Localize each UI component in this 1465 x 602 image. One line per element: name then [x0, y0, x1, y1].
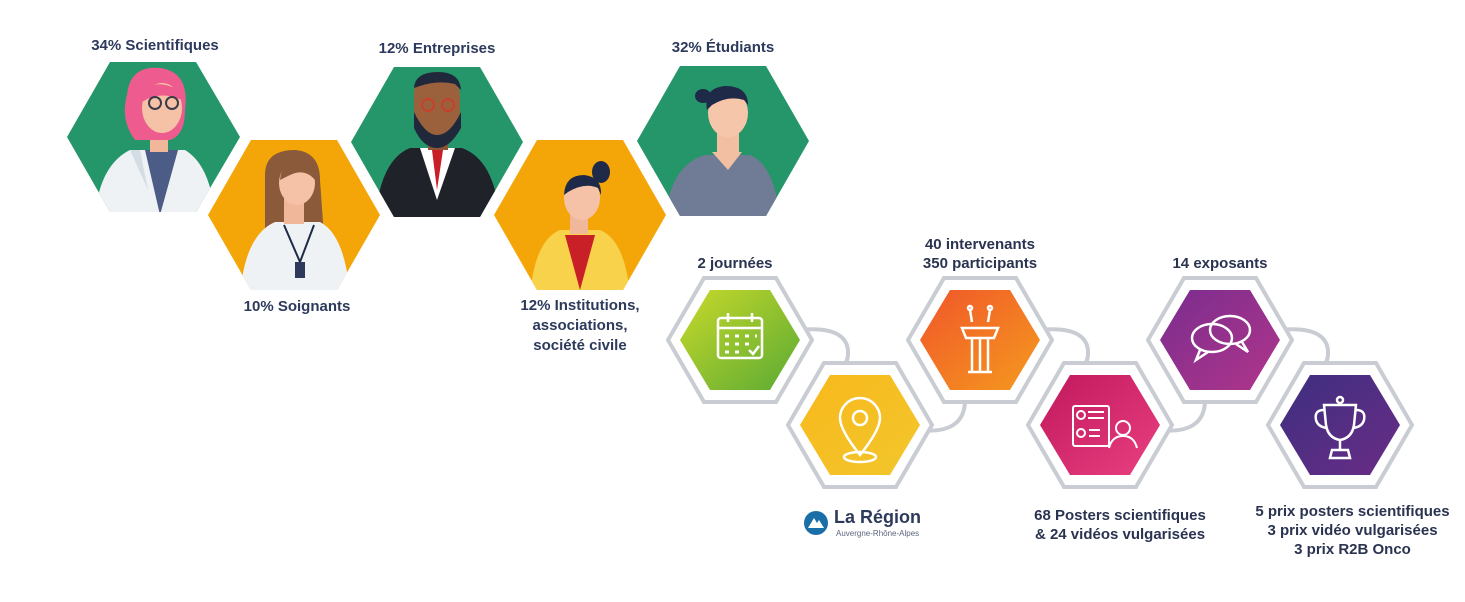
hex-entreprises [351, 67, 523, 217]
hex-region [785, 361, 935, 489]
label-institutions-line2: associations, [532, 317, 628, 334]
avatar-scientifique [95, 67, 215, 212]
label-prix-line2: 3 prix vidéo vulgarisées [1267, 522, 1438, 539]
avatar-institution [530, 161, 630, 290]
label-posters-line2: & 24 vidéos vulgarisées [1034, 526, 1206, 543]
label-scientifiques: 34% Scientifiques [91, 37, 219, 54]
audience-hexagons [67, 62, 809, 290]
label-exposants: 14 exposants [1172, 255, 1268, 272]
hex-institutions [494, 140, 666, 290]
label-posters-line1: 68 Posters scientifiques [1034, 507, 1206, 524]
avatar-soignant [240, 150, 350, 290]
chat-bubbles-icon [1190, 314, 1252, 364]
hex-soignants [208, 140, 380, 290]
label-prix-line1: 5 prix posters scientifiques [1255, 503, 1450, 520]
stats-hexagon-chain [665, 276, 1415, 489]
hex-etudiants [637, 66, 809, 216]
label-entreprises: 12% Entreprises [378, 40, 496, 57]
hex-intervenants [905, 276, 1055, 404]
label-prix-line3: 3 prix R2B Onco [1294, 541, 1411, 558]
label-institutions-line3: société civile [533, 337, 627, 354]
poster-icon [1072, 405, 1138, 449]
label-soignants: 10% Soignants [243, 298, 351, 315]
label-intervenants-line2: 350 participants [922, 255, 1038, 272]
region-logo: La Région Auvergne-Rhône-Alpes [803, 507, 933, 541]
hex-exposants [1145, 276, 1295, 404]
label-posters: 68 Posters scientifiques & 24 vidéos vul… [1020, 506, 1220, 544]
label-intervenants: 40 intervenants 350 participants [905, 235, 1055, 273]
hex-scientifiques [67, 62, 240, 212]
label-prix: 5 prix posters scientifiques 3 prix vidé… [1245, 502, 1460, 559]
trophy-icon [1314, 395, 1366, 460]
region-logo-subtitle: Auvergne-Rhône-Alpes [836, 529, 920, 538]
label-journees: 2 journées [697, 255, 773, 272]
hex-prix [1265, 361, 1415, 489]
label-institutions: 12% Institutions, associations, société … [490, 296, 670, 356]
avatar-entreprise [375, 72, 500, 217]
calendar-icon [716, 313, 764, 360]
avatar-etudiant [665, 86, 780, 216]
region-logo-name: La Région [834, 507, 922, 527]
label-institutions-line1: 12% Institutions, [520, 297, 640, 314]
label-etudiants: 32% Étudiants [671, 39, 775, 56]
hex-journees [665, 276, 815, 404]
podium-icon [960, 304, 1000, 374]
map-pin-icon [838, 396, 882, 464]
hex-posters [1025, 361, 1175, 489]
label-intervenants-line1: 40 intervenants [924, 236, 1036, 253]
region-logo-mark [804, 511, 828, 535]
